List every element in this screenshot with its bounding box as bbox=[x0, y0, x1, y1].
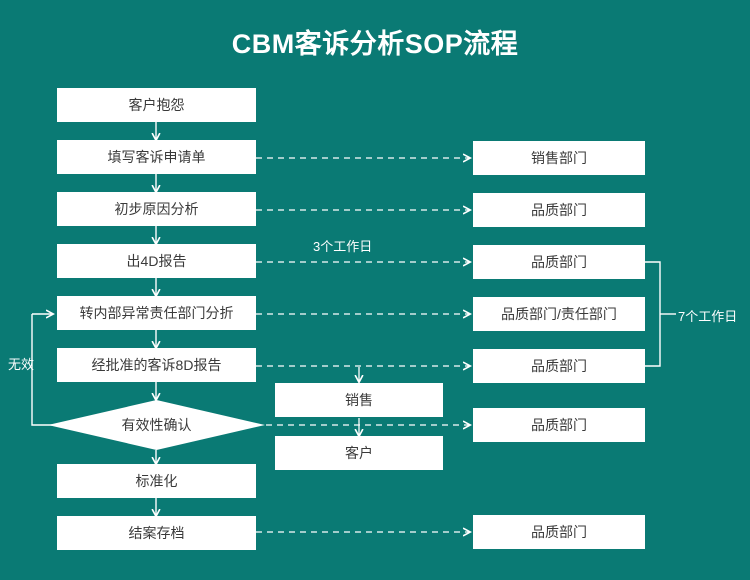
dept-node-quality-department-2[interactable]: 品质部门 bbox=[473, 245, 645, 279]
node-customer-complaint[interactable]: 客户抱怨 bbox=[57, 88, 256, 122]
node-label: 销售 bbox=[345, 392, 373, 408]
node-label: 有效性确认 bbox=[121, 417, 192, 433]
page-title: CBM客诉分析SOP流程 bbox=[231, 29, 519, 59]
node-label: 品质部门 bbox=[531, 417, 587, 433]
node-label: 品质部门 bbox=[531, 254, 587, 270]
node-label: 结案存档 bbox=[128, 525, 185, 541]
node-label: 品质部门 bbox=[531, 358, 587, 374]
node-label: 客户 bbox=[345, 445, 373, 461]
node-label: 出4D报告 bbox=[126, 253, 187, 269]
dept-node-quality-department-3[interactable]: 品质部门 bbox=[473, 349, 645, 383]
node-effectiveness-confirmation[interactable]: 有效性确认 bbox=[48, 400, 265, 450]
node-label: 品质部门/责任部门 bbox=[501, 306, 617, 322]
dept-node-quality-department-1[interactable]: 品质部门 bbox=[473, 193, 645, 227]
node-label: 初步原因分析 bbox=[114, 201, 199, 217]
node-label: 经批准的客诉8D报告 bbox=[91, 357, 222, 373]
node-label: 销售部门 bbox=[531, 150, 587, 166]
node-fill-complaint-form[interactable]: 填写客诉申请单 bbox=[57, 140, 256, 174]
dept-node-quality-department-5[interactable]: 品质部门 bbox=[473, 515, 645, 549]
edge-label-seven-working-days: 7个工作日 bbox=[678, 309, 738, 324]
diamond-shape bbox=[48, 400, 265, 450]
dept-node-quality-department-4[interactable]: 品质部门 bbox=[473, 408, 645, 442]
node-case-closure-archive[interactable]: 结案存档 bbox=[57, 516, 256, 550]
node-approved-8d-report[interactable]: 经批准的客诉8D报告 bbox=[57, 348, 256, 382]
dept-node-quality-responsible-department[interactable]: 品质部门/责任部门 bbox=[473, 297, 645, 331]
node-transfer-internal-dept-analysis[interactable]: 转内部异常责任部门分折 bbox=[57, 296, 256, 330]
node-4d-report[interactable]: 出4D报告 bbox=[57, 244, 256, 278]
node-label: 转内部异常责任部门分折 bbox=[79, 305, 234, 321]
node-standardization[interactable]: 标准化 bbox=[57, 464, 256, 498]
node-label: 客户抱怨 bbox=[128, 97, 185, 113]
edge-label-three-working-days: 3个工作日 bbox=[313, 239, 373, 254]
edge-label-invalid: 无效 bbox=[8, 357, 35, 372]
node-preliminary-cause-analysis[interactable]: 初步原因分析 bbox=[57, 192, 256, 226]
node-label: 品质部门 bbox=[531, 524, 587, 540]
node-label: 品质部门 bbox=[531, 202, 587, 218]
node-label: 填写客诉申请单 bbox=[107, 149, 206, 165]
node-customer[interactable]: 客户 bbox=[275, 436, 443, 470]
dept-node-sales-department[interactable]: 销售部门 bbox=[473, 141, 645, 175]
node-sales[interactable]: 销售 bbox=[275, 383, 443, 417]
node-label: 标准化 bbox=[135, 473, 178, 489]
